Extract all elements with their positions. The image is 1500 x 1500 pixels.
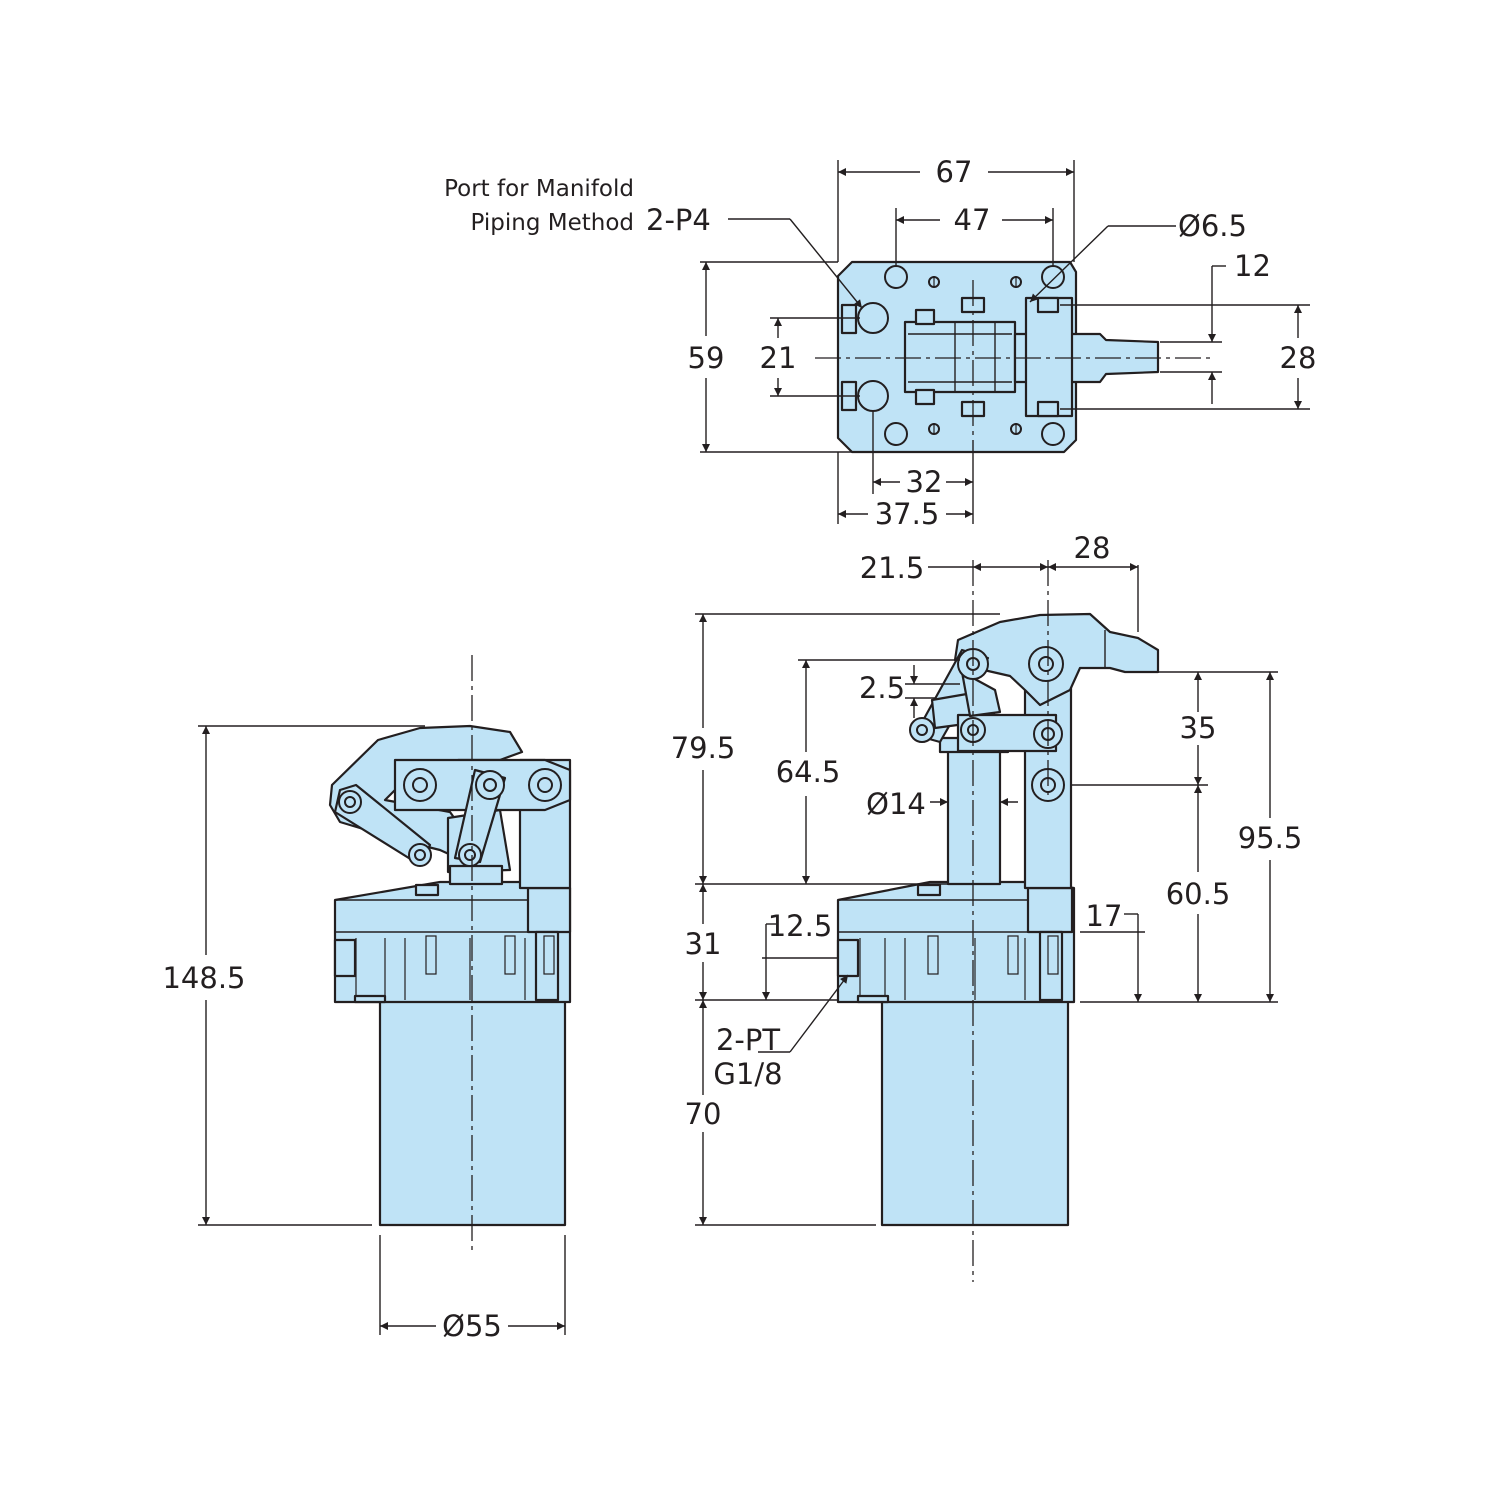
dim-70: 70 — [685, 1097, 722, 1131]
dim-60-5: 60.5 — [1166, 877, 1231, 911]
dim-148-5: 148.5 — [162, 961, 245, 995]
dim-32: 32 — [906, 465, 943, 499]
mounting-hole-icon — [1041, 422, 1065, 446]
dim-35: 35 — [1180, 711, 1217, 745]
side-view: 148.5 Ø55 — [162, 655, 572, 1343]
mounting-hole-icon — [1041, 265, 1065, 289]
dim-95-5: 95.5 — [1238, 821, 1303, 855]
dim-31: 31 — [685, 927, 722, 961]
manifold-note-line1: Port for Manifold — [444, 176, 634, 202]
front-cylinder — [880, 998, 1070, 1227]
port-label-2p4: 2-P4 — [646, 203, 711, 237]
dim-d55: Ø55 — [442, 1309, 502, 1343]
dim-47: 47 — [954, 203, 991, 237]
dim-79-5: 79.5 — [671, 731, 736, 765]
dim-67: 67 — [936, 155, 973, 189]
dim-17: 17 — [1086, 899, 1123, 933]
top-view: Port for Manifold Piping Method 2-P4 67 … — [444, 155, 1316, 531]
port-hole-icon — [857, 380, 889, 412]
dim-d14: Ø14 — [866, 787, 926, 821]
dim-12: 12 — [1234, 249, 1271, 283]
dim-21-5: 21.5 — [860, 551, 925, 585]
mounting-hole-icon — [884, 265, 908, 289]
manifold-note-line2: Piping Method — [471, 210, 635, 236]
dim-37-5: 37.5 — [875, 497, 940, 531]
dim-21: 21 — [760, 341, 797, 375]
mounting-hole-icon — [884, 422, 908, 446]
dim-59: 59 — [688, 341, 725, 375]
dim-28-front: 28 — [1074, 531, 1111, 565]
dim-2-5: 2.5 — [859, 671, 905, 705]
dim-28-top: 28 — [1280, 341, 1317, 375]
port-hole-icon — [857, 302, 889, 334]
top-cylinder-block — [1024, 296, 1074, 418]
dim-64-5: 64.5 — [776, 755, 841, 789]
dim-12-5: 12.5 — [768, 909, 833, 943]
port-label-2pt: 2-PT — [716, 1023, 780, 1057]
front-base-block — [836, 880, 1076, 1004]
dim-hole-6-5: Ø6.5 — [1178, 209, 1247, 243]
port-label-g1-8: G1/8 — [713, 1057, 782, 1091]
front-view: 21.5 28 2.5 79.5 64.5 Ø14 35 95.5 60.5 3… — [671, 531, 1303, 1282]
front-piston-rod — [946, 746, 1002, 886]
